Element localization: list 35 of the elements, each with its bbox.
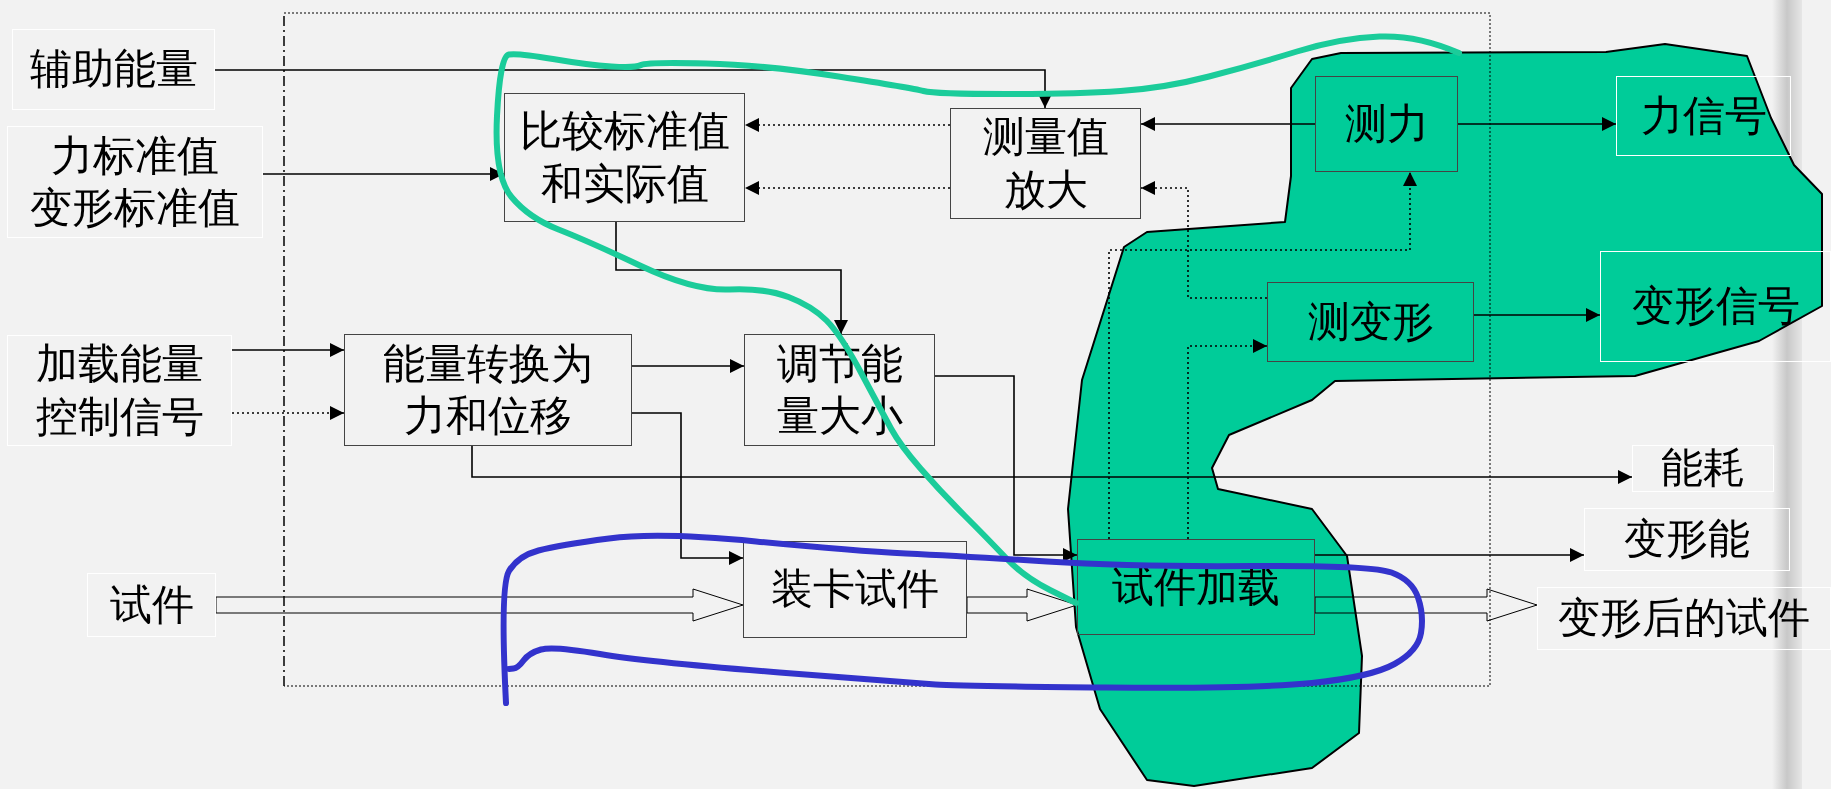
text-label: 力标准值 变形标准值 bbox=[7, 126, 263, 238]
arrow bbox=[471, 445, 1633, 484]
process-box: 测变形 bbox=[1267, 282, 1474, 362]
text-label: 试件 bbox=[87, 573, 216, 637]
text-label: 辅助能量 bbox=[12, 29, 215, 110]
arrow bbox=[1314, 548, 1585, 562]
process-box: 装卡试件 bbox=[743, 541, 967, 638]
arrow bbox=[631, 412, 744, 565]
arrow bbox=[1140, 181, 1268, 299]
arrow bbox=[231, 343, 345, 357]
arrow bbox=[631, 359, 745, 373]
arrow bbox=[1108, 171, 1417, 540]
arrow bbox=[744, 181, 951, 195]
arrow bbox=[231, 406, 345, 420]
text-label: 力信号 bbox=[1616, 76, 1791, 156]
process-box: 测量值放大 bbox=[950, 108, 1141, 219]
process-box: 测力 bbox=[1315, 76, 1458, 172]
arrow bbox=[1473, 308, 1601, 322]
arrow bbox=[214, 69, 1052, 109]
arrow bbox=[615, 221, 848, 335]
process-box: 试件加载 bbox=[1077, 539, 1315, 635]
process-box: 比较标准值和实际值 bbox=[504, 93, 745, 222]
arrow bbox=[1457, 117, 1617, 131]
block-arrow bbox=[215, 588, 744, 622]
text-label: 加载能量 控制信号 bbox=[7, 335, 232, 446]
text-label: 能耗 bbox=[1632, 445, 1774, 492]
block-arrow bbox=[1314, 588, 1538, 622]
arrow bbox=[934, 375, 1078, 562]
arrow bbox=[1187, 339, 1268, 540]
process-box: 能量转换为力和位移 bbox=[344, 334, 632, 446]
arrow bbox=[1140, 117, 1316, 131]
text-label: 变形信号 bbox=[1600, 251, 1831, 362]
arrow bbox=[744, 118, 951, 132]
text-label: 变形后的试件 bbox=[1537, 587, 1831, 650]
text-label: 变形能 bbox=[1584, 508, 1790, 571]
